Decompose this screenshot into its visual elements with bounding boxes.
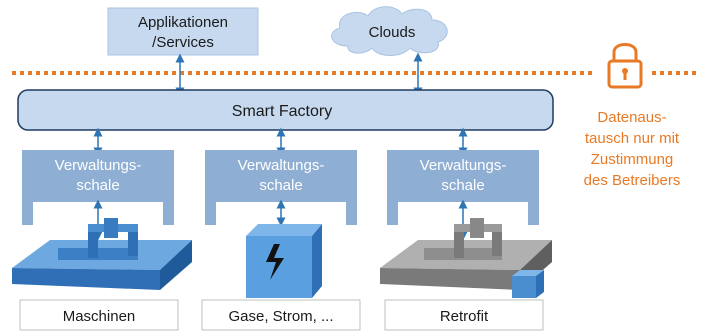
applications-services-box: Applikationen /Services xyxy=(107,7,259,56)
consent-note: Datenaus- tausch nur mit Zustimmung des … xyxy=(584,109,681,189)
shell-3-label-line2: schale xyxy=(441,177,484,194)
grey-machine-icon xyxy=(380,218,552,298)
padlock-icon xyxy=(607,43,643,89)
administration-shell-1: Verwaltungs- schale xyxy=(22,150,174,225)
shell-2-label-line1: Verwaltungs- xyxy=(238,157,325,174)
applications-label-line2: /Services xyxy=(152,34,214,51)
asset-label-retrofit: Retrofit xyxy=(440,308,489,325)
utility-cabinet-icon xyxy=(246,224,322,298)
asset-label-machines: Maschinen xyxy=(63,308,136,325)
applications-label-line1: Applikationen xyxy=(138,14,228,31)
smart-factory-label: Smart Factory xyxy=(232,103,332,120)
asset-label-box-1: Maschinen xyxy=(19,299,179,331)
clouds-label: Clouds xyxy=(369,24,416,41)
asset-label-utilities: Gase, Strom, ... xyxy=(228,308,333,325)
consent-note-line1: Datenaus- xyxy=(597,109,666,126)
asset-label-box-2: Gase, Strom, ... xyxy=(201,299,361,331)
administration-shell-3: Verwaltungs- schale xyxy=(387,150,539,225)
blue-machine-icon xyxy=(12,218,192,290)
lightning-icon xyxy=(266,244,284,280)
asset-label-box-3: Retrofit xyxy=(384,299,544,331)
shell-2-label-line2: schale xyxy=(259,177,302,194)
shell-1-label-line1: Verwaltungs- xyxy=(55,157,142,174)
consent-note-line4: des Betreibers xyxy=(584,172,681,189)
smart-factory-bar: Smart Factory xyxy=(17,89,554,131)
retrofit-module xyxy=(512,276,536,298)
consent-note-line3: Zustimmung xyxy=(591,151,674,168)
administration-shell-2: Verwaltungs- schale xyxy=(205,150,357,225)
consent-note-line2: tausch nur mit xyxy=(585,130,680,147)
shell-1-label-line2: schale xyxy=(76,177,119,194)
clouds-shape: Clouds xyxy=(331,6,448,56)
shell-3-label-line1: Verwaltungs- xyxy=(420,157,507,174)
